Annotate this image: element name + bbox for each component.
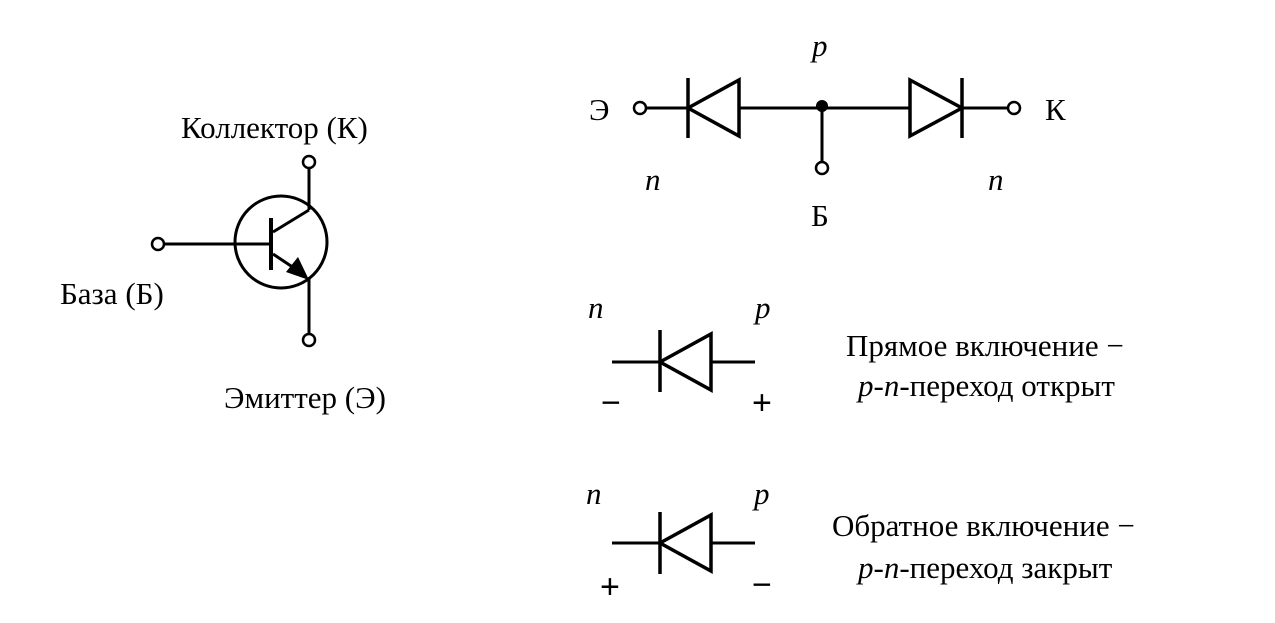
reverse-right-sign: − bbox=[752, 566, 772, 604]
transistor-symbol: Коллектор (К) База (Б) Эмиттер (Э) bbox=[60, 110, 386, 415]
equiv-collector-terminal bbox=[1006, 100, 1022, 116]
collector-diagonal bbox=[272, 208, 310, 234]
collector-label: Коллектор (К) bbox=[181, 110, 368, 145]
equiv-base-label: Б bbox=[811, 198, 829, 233]
equiv-emitter-label: Э bbox=[589, 92, 609, 127]
base-terminal bbox=[150, 236, 166, 252]
reverse-left-sign: + bbox=[600, 568, 620, 606]
equiv-emitter-terminal bbox=[632, 100, 648, 116]
reverse-bias-diagram: n p + − Обратное включение − p-n-переход… bbox=[586, 476, 1135, 606]
forward-caption-line2: p-n-переход открыт bbox=[856, 368, 1115, 403]
equiv-base-terminal bbox=[814, 160, 830, 176]
equiv-left-diode-triangle bbox=[684, 77, 741, 139]
diode-equivalent: Э К Б p n n bbox=[589, 28, 1066, 233]
equiv-collector-label: К bbox=[1045, 92, 1066, 127]
reverse-caption-state: -переход закрыт bbox=[899, 550, 1112, 585]
forward-right-region-label: p bbox=[753, 290, 771, 325]
emitter-terminal bbox=[301, 332, 317, 348]
forward-caption-line1: Прямое включение − bbox=[846, 328, 1124, 363]
forward-diode-triangle bbox=[656, 331, 713, 393]
forward-right-sign: + bbox=[752, 384, 772, 422]
equiv-right-region-label: n bbox=[988, 162, 1004, 197]
forward-caption-state: -переход открыт bbox=[899, 368, 1115, 403]
reverse-diode-triangle bbox=[656, 512, 713, 574]
equiv-right-diode-triangle bbox=[908, 77, 966, 139]
reverse-caption-line1: Обратное включение − bbox=[832, 508, 1135, 543]
equiv-left-region-label: n bbox=[645, 162, 661, 197]
forward-left-region-label: n bbox=[588, 290, 604, 325]
collector-terminal bbox=[301, 154, 317, 170]
reverse-left-region-label: n bbox=[586, 476, 602, 511]
forward-caption-pn: p-n bbox=[856, 368, 899, 403]
forward-bias-diagram: n p − + Прямое включение − p-n-переход о… bbox=[588, 290, 1124, 422]
reverse-caption-pn: p-n bbox=[856, 550, 899, 585]
forward-left-sign: − bbox=[601, 384, 621, 422]
equiv-base-region-label: p bbox=[810, 28, 828, 63]
reverse-caption-line2: p-n-переход закрыт bbox=[856, 550, 1113, 585]
reverse-right-region-label: p bbox=[752, 476, 770, 511]
emitter-label: Эмиттер (Э) bbox=[224, 380, 386, 415]
emitter-arrow bbox=[286, 257, 309, 280]
base-label: База (Б) bbox=[60, 276, 164, 311]
transistor-body-circle bbox=[233, 194, 329, 290]
